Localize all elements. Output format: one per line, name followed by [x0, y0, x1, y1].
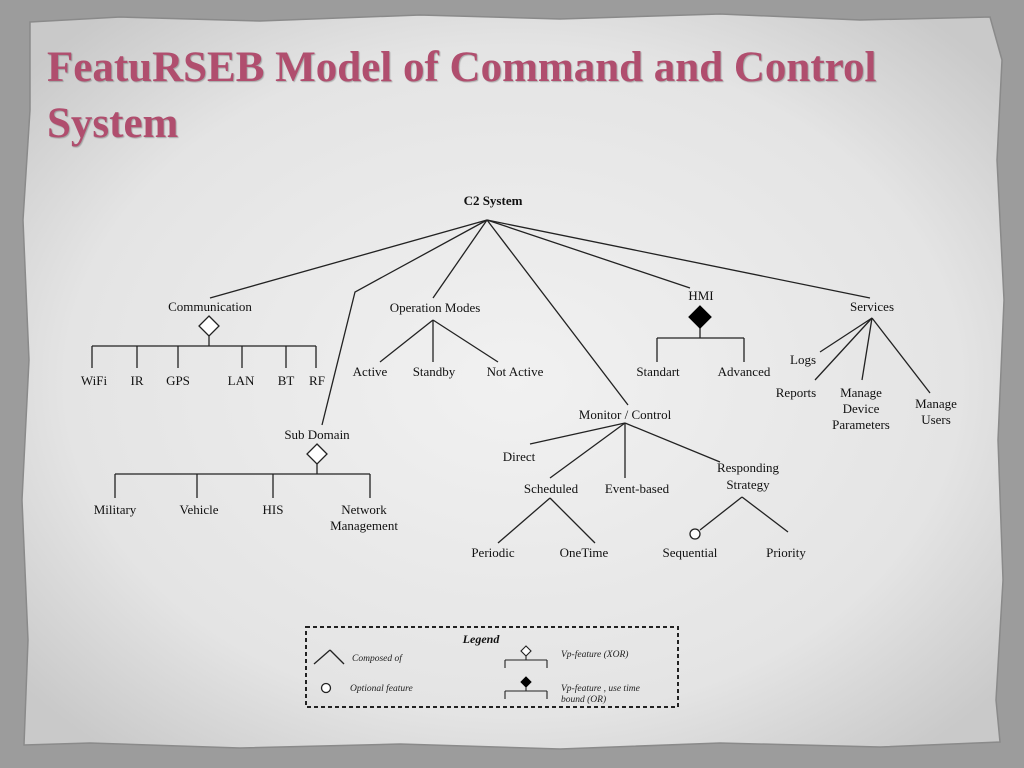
- hmi-or-diamond-icon: [688, 305, 712, 329]
- node-logs: Logs: [790, 352, 816, 367]
- node-not-active: Not Active: [487, 364, 544, 379]
- node-military: Military: [94, 502, 137, 517]
- node-operation-modes: Operation Modes: [390, 300, 481, 315]
- node-vehicle: Vehicle: [180, 502, 219, 517]
- node-advanced: Advanced: [718, 364, 771, 379]
- node-priority: Priority: [766, 545, 806, 560]
- node-his: HIS: [263, 502, 284, 517]
- node-ir: IR: [131, 373, 144, 388]
- node-services: Services: [850, 299, 894, 314]
- legend-title: Legend: [462, 632, 501, 646]
- node-periodic: Periodic: [471, 545, 515, 560]
- node-communication: Communication: [168, 299, 252, 314]
- legend-xor-icon: [504, 645, 548, 668]
- node-bt: BT: [278, 373, 295, 388]
- legend-composed-of: Composed of: [352, 653, 403, 664]
- composed-of-icon: [313, 649, 345, 665]
- node-onetime: OneTime: [560, 545, 609, 560]
- node-hmi: HMI: [688, 288, 713, 303]
- node-sub-domain: Sub Domain: [284, 427, 350, 442]
- node-lan: LAN: [228, 373, 255, 388]
- node-reports: Reports: [776, 385, 816, 400]
- node-active: Active: [353, 364, 388, 379]
- node-root: C2 System: [464, 193, 523, 208]
- node-standby: Standby: [413, 364, 456, 379]
- legend-box: Legend Composed of Optional feature Vp-f…: [305, 626, 679, 708]
- node-wifi: WiFi: [81, 373, 108, 388]
- legend-optional-circle-icon: [320, 682, 332, 694]
- node-scheduled: Scheduled: [524, 481, 579, 496]
- slide-title: FeatuRSEB Model of Command and Control S…: [47, 44, 877, 147]
- communication-xor-diamond-icon: [198, 315, 220, 337]
- node-direct: Direct: [503, 449, 536, 464]
- legend-optional-feature: Optional feature: [350, 683, 413, 694]
- optional-feature-circle-icon: [689, 528, 701, 540]
- node-monitor-control: Monitor / Control: [579, 407, 672, 422]
- node-sequential: Sequential: [663, 545, 718, 560]
- legend-or-icon: [504, 676, 548, 699]
- subdomain-xor-diamond-icon: [306, 443, 328, 465]
- node-event-based: Event-based: [605, 481, 670, 496]
- node-gps: GPS: [166, 373, 190, 388]
- node-standart: Standart: [636, 364, 680, 379]
- legend-vp-xor: Vp-feature (XOR): [561, 649, 628, 660]
- node-rf: RF: [309, 373, 325, 388]
